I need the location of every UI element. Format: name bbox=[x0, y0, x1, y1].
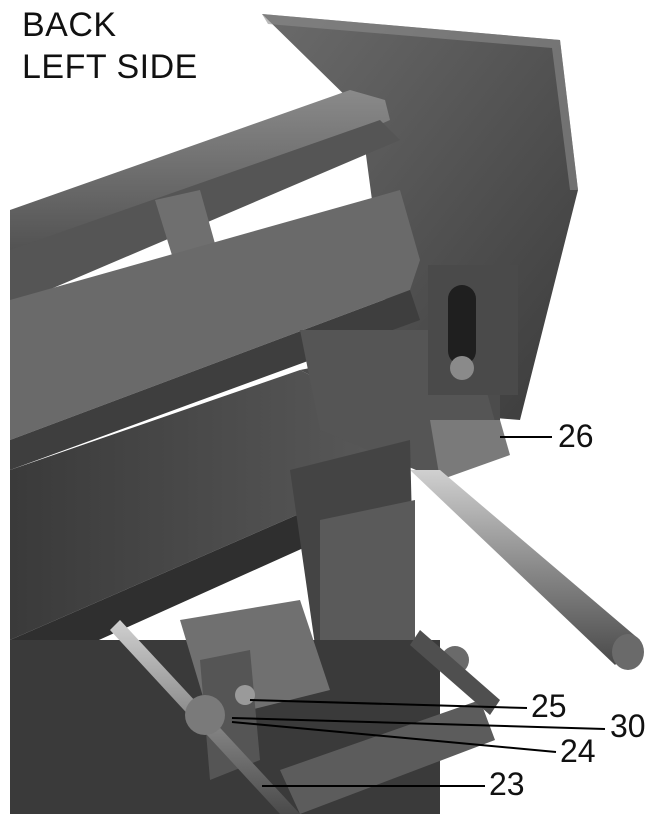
callout-30: 30 bbox=[610, 708, 646, 744]
leader-lines bbox=[231, 436, 606, 787]
callout-25: 25 bbox=[531, 688, 567, 724]
callout-23: 23 bbox=[489, 766, 525, 802]
callout-24: 24 bbox=[560, 733, 596, 769]
vertical-column bbox=[290, 440, 415, 680]
slotted-bracket bbox=[428, 265, 518, 395]
callout-26: 26 bbox=[558, 418, 594, 454]
lower-mechanism bbox=[10, 600, 500, 814]
long-rod bbox=[410, 470, 644, 670]
title-left-side: LEFT SIDE bbox=[22, 48, 198, 86]
title-back: BACK bbox=[22, 6, 117, 44]
